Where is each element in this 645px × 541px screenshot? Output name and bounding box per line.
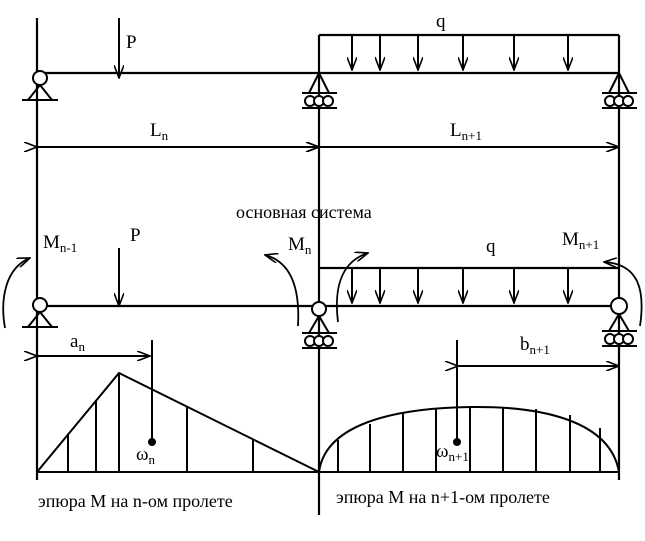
moment-mn-right-arc: [335, 253, 368, 323]
middle-center-hinge-support: [302, 301, 337, 349]
label-bn1: bn+1: [520, 334, 550, 357]
centroid-n1-dot: [453, 438, 461, 446]
middle-right-roller-support: [602, 297, 637, 347]
top-middle-roller-support: [302, 72, 337, 109]
centroid-n-dot: [148, 438, 156, 446]
label-omega-n1: ωn+1: [436, 441, 469, 464]
middle-distributed-load-arrows: [352, 268, 568, 303]
top-distributed-load-arrows: [352, 35, 568, 70]
label-basic-system: основная система: [236, 202, 372, 222]
moment-mn-1-arc: [2, 257, 30, 329]
label-p-mid: P: [130, 225, 141, 246]
middle-left-pin-support: [22, 297, 58, 328]
label-ln: Ln: [150, 120, 169, 143]
moment-diagram-n1: [318, 405, 620, 473]
caption-left: эпюра М на n-ом пролете: [38, 491, 233, 511]
label-an: an: [70, 331, 85, 354]
label-q-top: q: [436, 11, 446, 32]
top-left-pin-support: [22, 70, 58, 101]
moment-mn1-arc: [604, 262, 643, 327]
moment-mn-left-arc: [265, 255, 300, 327]
caption-right: эпюра М на n+1-ом пролете: [336, 487, 550, 507]
label-mn-1: Mn-1: [43, 232, 77, 255]
label-mn: Mn: [288, 234, 312, 257]
moment-diagram-n: [36, 371, 320, 473]
label-omega-n: ωn: [136, 444, 156, 467]
label-mn1: Mn+1: [562, 229, 599, 252]
label-ln1: Ln+1: [450, 120, 482, 143]
label-q-mid: q: [486, 236, 496, 257]
top-right-roller-support: [602, 72, 637, 109]
label-p-top: P: [126, 32, 137, 53]
